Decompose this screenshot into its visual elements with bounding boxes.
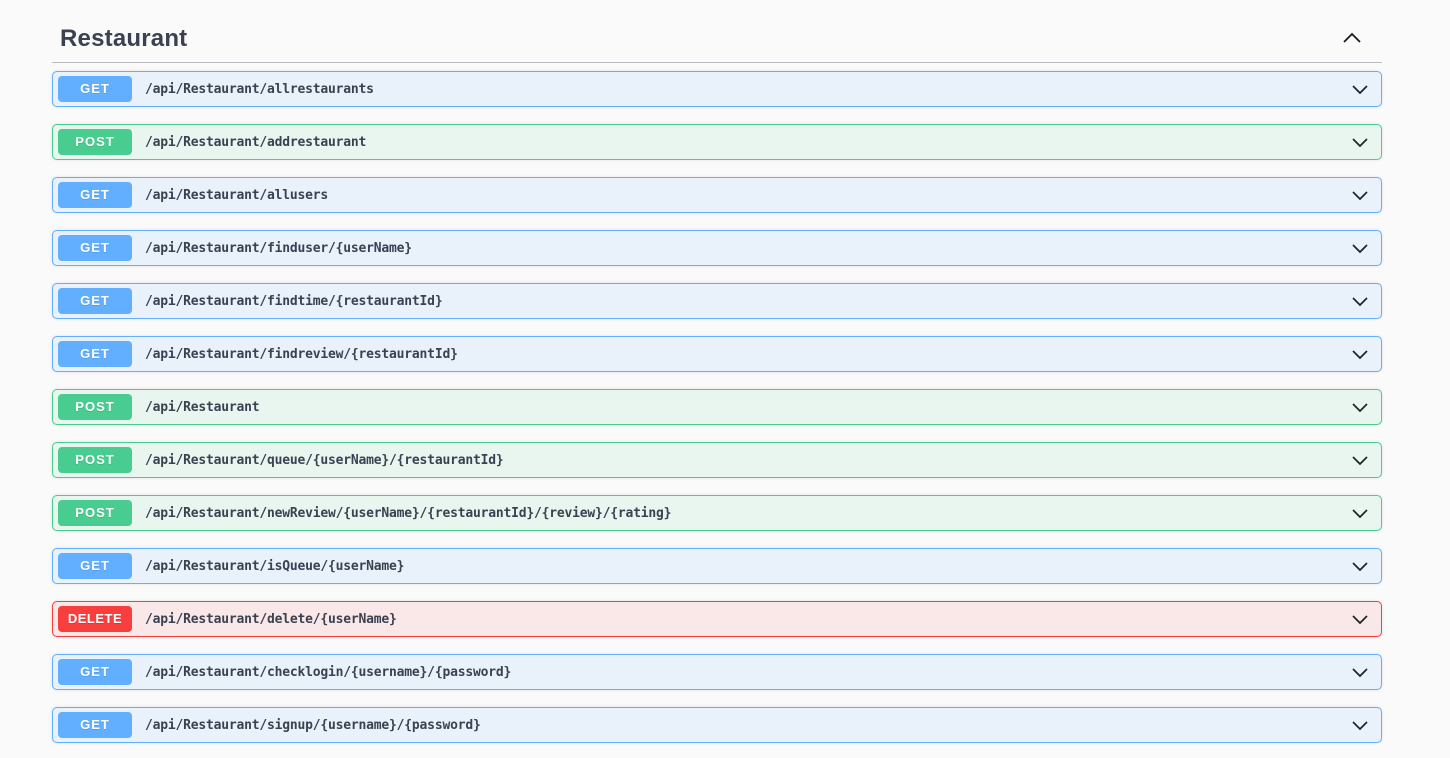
endpoint-row[interactable]: GET /api/Restaurant/allrestaurants <box>52 71 1382 107</box>
method-badge: GET <box>58 235 132 261</box>
chevron-down-icon[interactable] <box>1351 561 1369 572</box>
endpoint-path: /api/Restaurant/addrestaurant <box>145 134 367 150</box>
chevron-down-icon[interactable] <box>1351 243 1369 254</box>
method-badge: POST <box>58 447 132 473</box>
collapse-section-button[interactable] <box>1342 32 1362 47</box>
endpoint-path: /api/Restaurant/allrestaurants <box>145 81 374 97</box>
method-badge: GET <box>58 712 132 738</box>
chevron-down-icon[interactable] <box>1351 190 1369 201</box>
chevron-down-icon[interactable] <box>1351 137 1369 148</box>
endpoint-row[interactable]: GET /api/Restaurant/allusers <box>52 177 1382 213</box>
endpoint-row[interactable]: GET /api/Restaurant/findreview/{restaura… <box>52 336 1382 372</box>
chevron-down-icon[interactable] <box>1351 296 1369 307</box>
endpoint-path: /api/Restaurant/checklogin/{username}/{p… <box>145 664 512 680</box>
endpoint-path: /api/Restaurant/signup/{username}/{passw… <box>145 717 481 733</box>
method-badge: GET <box>58 553 132 579</box>
section-header-restaurant[interactable]: Restaurant <box>52 24 1382 54</box>
endpoint-path: /api/Restaurant/newReview/{userName}/{re… <box>145 505 672 521</box>
chevron-down-icon[interactable] <box>1351 455 1369 466</box>
method-badge: POST <box>58 394 132 420</box>
endpoint-row[interactable]: GET /api/Restaurant/finduser/{userName} <box>52 230 1382 266</box>
method-badge: GET <box>58 76 132 102</box>
endpoint-row[interactable]: GET /api/Restaurant/isQueue/{userName} <box>52 548 1382 584</box>
method-badge: GET <box>58 659 132 685</box>
method-badge: GET <box>58 341 132 367</box>
endpoint-row[interactable]: GET /api/Restaurant/signup/{username}/{p… <box>52 707 1382 743</box>
endpoint-path: /api/Restaurant <box>145 399 260 415</box>
endpoint-row[interactable]: POST /api/Restaurant/newReview/{userName… <box>52 495 1382 531</box>
chevron-down-icon[interactable] <box>1351 508 1369 519</box>
endpoint-path: /api/Restaurant/queue/{userName}/{restau… <box>145 452 504 468</box>
endpoint-path: /api/Restaurant/isQueue/{userName} <box>145 558 405 574</box>
method-badge: GET <box>58 288 132 314</box>
chevron-down-icon[interactable] <box>1351 84 1369 95</box>
chevron-down-icon[interactable] <box>1351 720 1369 731</box>
method-badge: POST <box>58 500 132 526</box>
endpoint-row[interactable]: DELETE /api/Restaurant/delete/{userName} <box>52 601 1382 637</box>
method-badge: POST <box>58 129 132 155</box>
chevron-up-icon <box>1342 32 1362 47</box>
chevron-down-icon[interactable] <box>1351 614 1369 625</box>
endpoint-row[interactable]: GET /api/Restaurant/checklogin/{username… <box>52 654 1382 690</box>
endpoint-row[interactable]: POST /api/Restaurant/queue/{userName}/{r… <box>52 442 1382 478</box>
chevron-down-icon[interactable] <box>1351 349 1369 360</box>
endpoint-row[interactable]: POST /api/Restaurant <box>52 389 1382 425</box>
endpoint-list: GET /api/Restaurant/allrestaurants POST … <box>52 71 1382 743</box>
section-title: Restaurant <box>60 25 188 52</box>
section-divider <box>52 62 1382 63</box>
endpoint-path: /api/Restaurant/delete/{userName} <box>145 611 397 627</box>
method-badge: DELETE <box>58 606 132 632</box>
endpoint-path: /api/Restaurant/findtime/{restaurantId} <box>145 293 443 309</box>
endpoint-path: /api/Restaurant/finduser/{userName} <box>145 240 412 256</box>
chevron-down-icon[interactable] <box>1351 402 1369 413</box>
method-badge: GET <box>58 182 132 208</box>
endpoint-path: /api/Restaurant/findreview/{restaurantId… <box>145 346 458 362</box>
endpoint-path: /api/Restaurant/allusers <box>145 187 329 203</box>
endpoint-row[interactable]: POST /api/Restaurant/addrestaurant <box>52 124 1382 160</box>
endpoint-row[interactable]: GET /api/Restaurant/findtime/{restaurant… <box>52 283 1382 319</box>
chevron-down-icon[interactable] <box>1351 667 1369 678</box>
